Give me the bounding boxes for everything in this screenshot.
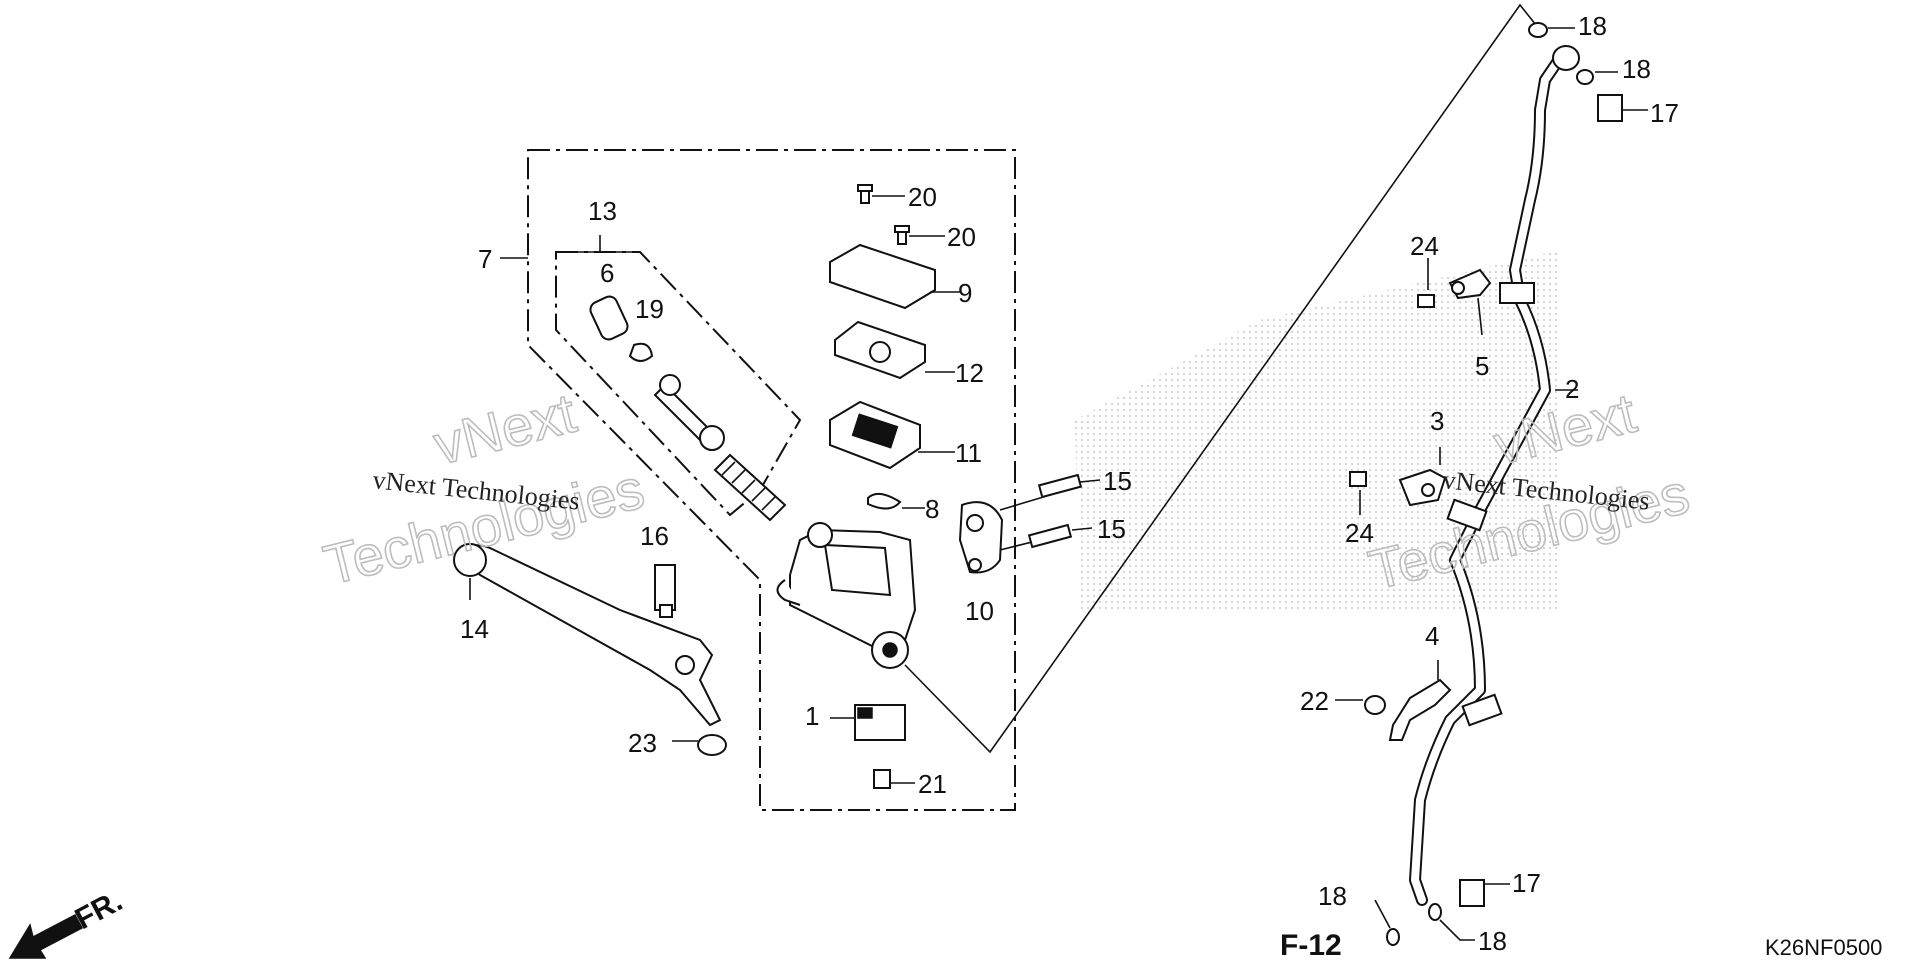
callout-label-18: 18 [1478, 926, 1507, 956]
reservoir-cap-9 [829, 243, 960, 310]
callout-label-19: 19 [635, 294, 664, 324]
washer-18-bottom-left [1374, 899, 1400, 946]
callout-label-23: 23 [628, 728, 657, 758]
callout-labels: 1234567891011121314151516171718181818192… [460, 11, 1679, 956]
callout-label-11: 11 [955, 438, 982, 468]
front-direction-arrow-icon [8, 913, 84, 959]
callout-label-14: 14 [460, 614, 489, 644]
callout-label-5: 5 [1475, 351, 1489, 381]
callout-label-9: 9 [958, 278, 972, 308]
nut-23 [672, 734, 727, 756]
screw-20b [894, 225, 945, 245]
background-logo-watermark [1075, 250, 1560, 610]
nut-22 [1335, 695, 1386, 715]
callout-label-16: 16 [640, 521, 669, 551]
screw-20a [857, 184, 905, 204]
callout-label-22: 22 [1300, 686, 1329, 716]
callout-label-1: 1 [805, 701, 819, 731]
bracket-13 [556, 235, 640, 253]
clamp-3 [1398, 447, 1447, 507]
brake-lever-14 [453, 543, 722, 727]
callout-label-18: 18 [1622, 54, 1651, 84]
clip-8 [867, 492, 925, 510]
piston [653, 374, 725, 452]
callout-label-24: 24 [1410, 231, 1439, 261]
callout-label-8: 8 [925, 494, 939, 524]
bracket-4 [1388, 660, 1452, 741]
callout-label-15: 15 [1103, 466, 1132, 496]
bolt-24-top [1417, 258, 1435, 308]
hose-connection-line [904, 3, 1541, 754]
banjo-bolt-17-bottom [1459, 879, 1510, 907]
screw-21 [873, 769, 915, 789]
plate-12 [834, 320, 955, 380]
callout-label-2: 2 [1565, 374, 1579, 404]
bolt-15b [999, 523, 1093, 551]
banjo-fitting-top [1552, 45, 1580, 71]
circlip-19 [628, 342, 654, 362]
bolt-15a [999, 473, 1101, 511]
watermark-vnext-left: vNext [428, 381, 583, 477]
washer-18-mid [1576, 69, 1618, 85]
callout-label-17: 17 [1512, 868, 1541, 898]
callout-label-21: 21 [918, 769, 947, 799]
callout-label-13: 13 [588, 196, 617, 226]
stop-switch-1 [830, 704, 906, 741]
drawing-code: K26NF0500 [1765, 935, 1882, 960]
brake-hose-2 [1409, 49, 1578, 906]
pivot-bolt-16 [654, 564, 676, 618]
holder-10 [958, 501, 1004, 574]
callout-label-18: 18 [1318, 881, 1347, 911]
callout-label-24: 24 [1345, 518, 1374, 548]
callout-label-12: 12 [955, 358, 984, 388]
callout-label-17: 17 [1650, 98, 1679, 128]
diaphragm-11 [829, 400, 955, 470]
callout-label-15: 15 [1097, 514, 1126, 544]
callout-label-3: 3 [1430, 406, 1444, 436]
callout-label-20: 20 [947, 222, 976, 252]
clamp-5 [1448, 268, 1492, 336]
bolt-24-mid [1349, 471, 1367, 515]
washer-18-bottom-right [1428, 903, 1475, 941]
callout-label-7: 7 [478, 244, 492, 274]
callout-label-4: 4 [1425, 621, 1439, 651]
callout-label-10: 10 [965, 596, 994, 626]
washer-18-top [1528, 22, 1575, 38]
callout-label-20: 20 [908, 182, 937, 212]
callout-label-18: 18 [1578, 11, 1607, 41]
banjo-bolt-17-top [1597, 94, 1648, 122]
figure-reference: F-12 [1280, 929, 1342, 960]
boot-6 [589, 295, 629, 341]
master-cylinder-body [776, 522, 917, 669]
spring [713, 453, 787, 522]
callout-label-6: 6 [600, 258, 614, 288]
assembly-boundary [527, 149, 1016, 811]
